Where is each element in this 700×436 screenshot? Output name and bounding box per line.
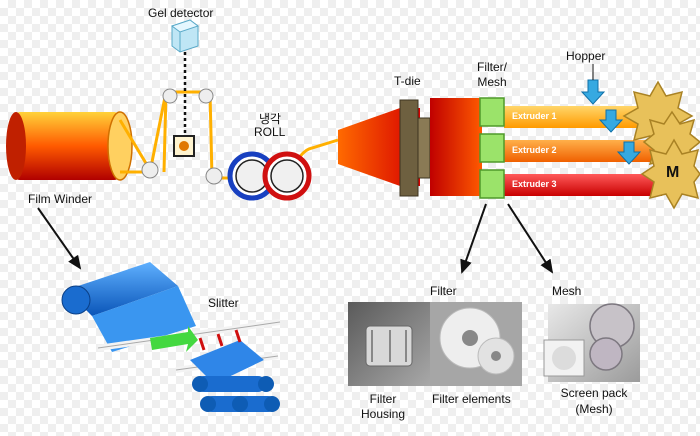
- cube-sensor-icon: [170, 19, 200, 53]
- guide-rollers: [141, 88, 223, 185]
- cooling-roll-label: ROLL: [254, 125, 286, 139]
- t-die-label: T-die: [394, 74, 421, 88]
- arrow-filter-to-mesh: [507, 203, 554, 274]
- slitter-label: Slitter: [208, 296, 239, 310]
- filter-housing-photo: [348, 302, 430, 386]
- filter-blocks: [479, 97, 505, 199]
- t-die: [338, 99, 431, 197]
- filter-housing-label-line1: Filter: [369, 392, 397, 406]
- slitter-illustration: [61, 262, 281, 412]
- cooling-roll-label-korean: 냉각: [258, 112, 282, 126]
- screen-pack-label-line2: (Mesh): [575, 402, 613, 416]
- adapter-block: [430, 98, 482, 196]
- arrow-winder-to-slitter: [37, 207, 82, 270]
- film-winder-label: Film Winder: [28, 192, 93, 206]
- motor-label: M: [666, 164, 680, 181]
- mesh-label: Mesh: [552, 284, 582, 298]
- filter-mesh-label-line2: Mesh: [477, 75, 507, 89]
- arrow-filter-to-filter: [460, 203, 487, 274]
- screen-pack-photo: [543, 303, 640, 382]
- detector-sensor: [173, 135, 195, 157]
- hopper-label: Hopper: [566, 49, 606, 63]
- film-winder-roll: [6, 111, 133, 181]
- filter-elements-label: Filter elements: [432, 392, 511, 406]
- gel-detector-label: Gel detector: [148, 6, 214, 20]
- hopper-funnel-icon: [580, 79, 642, 165]
- cooling-rolls: [227, 151, 312, 201]
- motor-gear-icon: [622, 80, 700, 210]
- filter-label: Filter: [430, 284, 457, 298]
- filter-housing-label-line2: Housing: [360, 407, 406, 421]
- extruder-3-label: Extruder 3: [512, 179, 557, 189]
- screen-pack-label-line1: Screen pack: [560, 386, 628, 400]
- extruder-1-label: Extruder 1: [512, 111, 557, 121]
- filter-mesh-label-line1: Filter/: [477, 60, 507, 74]
- filter-elements-photo: [430, 302, 522, 386]
- extruder-2-label: Extruder 2: [512, 145, 557, 155]
